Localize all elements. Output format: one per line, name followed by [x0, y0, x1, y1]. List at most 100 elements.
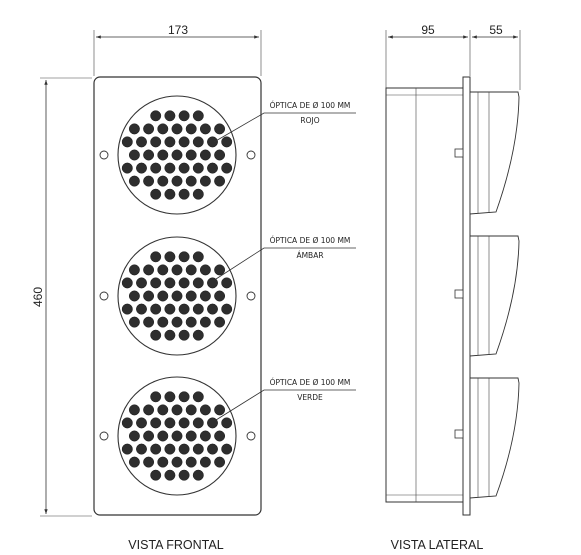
led-dot [143, 316, 155, 328]
led-dot [157, 149, 169, 161]
led-dot [128, 404, 140, 416]
lens-label: ÓPTICA DE Ø 100 MM [270, 378, 351, 387]
led-dot [199, 430, 211, 442]
led-dot [192, 277, 204, 289]
led-dot [178, 469, 190, 481]
led-dot [136, 417, 147, 429]
led-dot [143, 123, 155, 135]
led-dot [214, 456, 226, 468]
led-dot [164, 136, 176, 148]
led-dot [185, 404, 197, 416]
led-dot [150, 162, 162, 174]
led-dot [214, 123, 226, 135]
side-view-title: VISTA LATERAL [391, 538, 484, 552]
lens-callout-green: ÓPTICA DE Ø 100 MM VERDE [270, 378, 351, 402]
led-dot [214, 430, 226, 442]
side-brackets [454, 148, 464, 439]
led-dot [164, 162, 176, 174]
led-dot [185, 149, 197, 161]
led-dot [143, 456, 155, 468]
led-dot [192, 162, 204, 174]
led-dot [171, 430, 183, 442]
led-dot [164, 391, 176, 403]
led-dot [199, 149, 211, 161]
lens-color: VERDE [297, 393, 323, 402]
led-dot [157, 290, 169, 302]
led-dot [207, 417, 218, 429]
led-dot [128, 456, 140, 468]
led-dot [185, 175, 197, 187]
led-dot [171, 175, 183, 187]
led-dot [207, 277, 218, 289]
lens-green [117, 376, 237, 496]
lens-label: ÓPTICA DE Ø 100 MM [270, 236, 351, 245]
mounting-holes [99, 150, 256, 441]
led-dot [164, 469, 176, 481]
lens-color: ROJO [300, 116, 319, 125]
led-dot [143, 175, 155, 187]
led-dot [128, 149, 140, 161]
led-dot [199, 264, 211, 276]
led-dot [157, 123, 169, 135]
led-dot [178, 391, 190, 403]
led-dot [171, 123, 183, 135]
front-view-title: VISTA FRONTAL [128, 538, 223, 552]
lens-label: ÓPTICA DE Ø 100 MM [270, 101, 351, 110]
led-dot [178, 136, 190, 148]
led-dot [143, 264, 155, 276]
led-dot [143, 290, 155, 302]
led-dot [128, 123, 140, 135]
led-dot [164, 251, 176, 263]
led-dot [136, 303, 147, 315]
led-dot [199, 316, 211, 328]
led-dot [192, 303, 204, 315]
led-dot [128, 430, 140, 442]
led-dot [143, 149, 155, 161]
led-dot [121, 162, 133, 174]
led-dot [128, 316, 140, 328]
led-dot [185, 264, 197, 276]
led-dot [192, 391, 204, 403]
led-dot [178, 417, 190, 429]
led-dot [121, 303, 133, 315]
height-value: 460 [31, 287, 45, 307]
led-dot [164, 443, 176, 455]
visor-value: 55 [489, 23, 503, 37]
led-dot [221, 162, 233, 174]
led-dot [157, 404, 169, 416]
lens-callout-red: ÓPTICA DE Ø 100 MM ROJO [270, 101, 351, 125]
led-dot [150, 469, 162, 481]
led-dot [178, 110, 190, 122]
led-dot [150, 188, 162, 200]
led-dot [150, 110, 162, 122]
led-dot [128, 175, 140, 187]
lens-group [117, 95, 237, 496]
width-value: 173 [168, 23, 188, 37]
lens-red [117, 95, 237, 215]
depth-value: 95 [421, 23, 435, 37]
led-dot [178, 303, 190, 315]
led-dot [214, 175, 226, 187]
side-body [385, 87, 464, 503]
height-dimension: 460 [31, 77, 92, 517]
led-dot [143, 430, 155, 442]
led-dot [192, 136, 204, 148]
led-dot [192, 443, 204, 455]
led-dot [150, 251, 162, 263]
led-dot [164, 188, 176, 200]
lens-callout-amber: ÓPTICA DE Ø 100 MM ÁMBAR [270, 236, 351, 260]
led-dot [136, 162, 147, 174]
led-dot [199, 404, 211, 416]
led-dot [150, 329, 162, 341]
led-dot [178, 251, 190, 263]
led-dot [199, 175, 211, 187]
led-dot [143, 404, 155, 416]
lens-color: ÁMBAR [296, 251, 323, 260]
led-dot [192, 417, 204, 429]
led-dot [214, 404, 226, 416]
led-dot [150, 443, 162, 455]
led-dot [136, 443, 147, 455]
led-dot [171, 404, 183, 416]
led-dot [221, 136, 233, 148]
